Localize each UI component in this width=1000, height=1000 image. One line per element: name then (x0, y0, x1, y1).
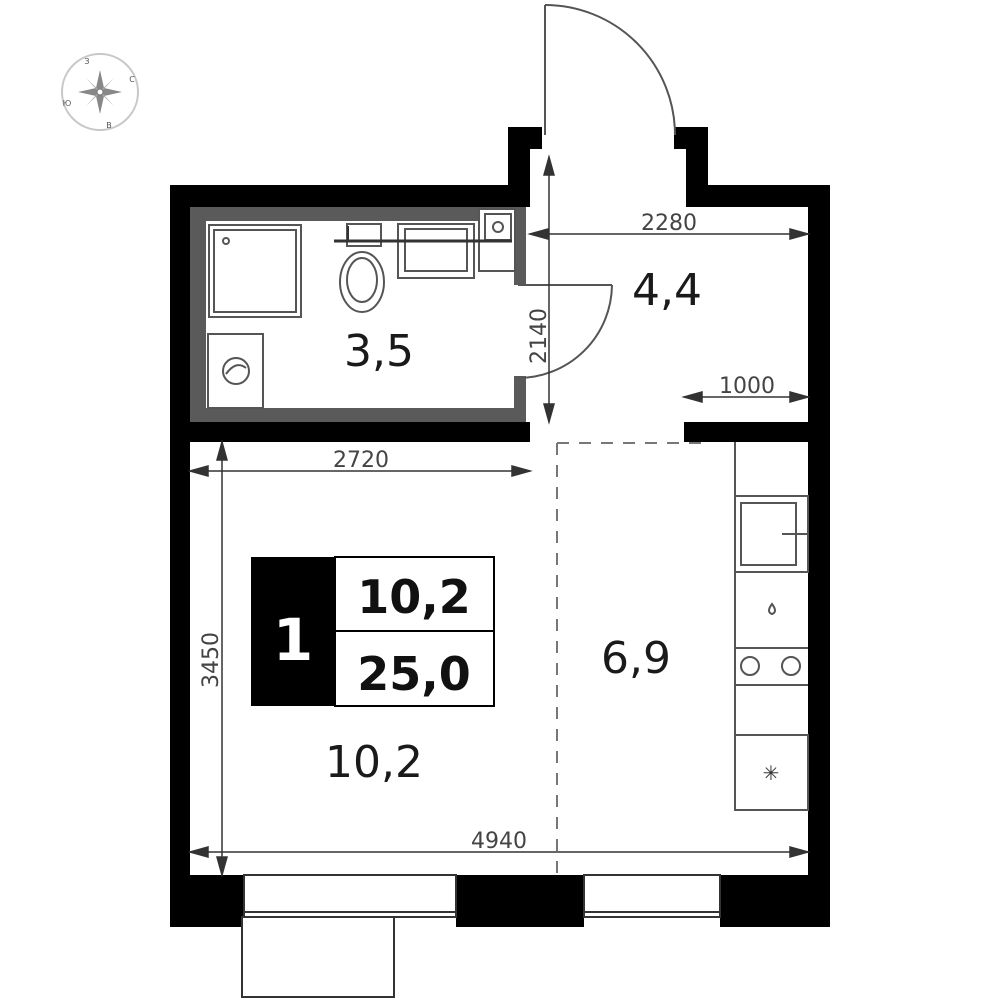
bathroom-wall-right-top (514, 207, 526, 285)
wall-entrance-left-cap (508, 127, 542, 149)
compass: З С В Ю (61, 53, 139, 131)
apartment-summary-badge: 1 10,2 25,0 (251, 556, 495, 707)
area-box-top (334, 556, 495, 632)
kitchen-area-label: 6,9 (601, 633, 671, 684)
rooms-count-box (251, 557, 335, 706)
bathroom-door[interactable] (517, 284, 613, 379)
balcony-door (241, 916, 395, 998)
stove-burner-icon-2 (781, 656, 801, 676)
dim-arrow (789, 391, 811, 403)
stove-burner-icon (740, 656, 760, 676)
dim-room-width-label: 2720 (333, 448, 389, 473)
wall-top-left (170, 185, 530, 207)
room-areas: 3,5 4,4 10,2 6,9 (325, 265, 702, 788)
rooms-count: 1 (273, 606, 313, 674)
dim-arrow (216, 439, 228, 461)
dim-arrow (187, 846, 209, 858)
dimension-lines (187, 154, 811, 878)
summary-living-area: 10,2 (357, 570, 471, 624)
summary-total-area: 25,0 (357, 647, 471, 701)
windows (241, 874, 721, 998)
dim-arrow (681, 391, 703, 403)
dim-hall-length-label: 2140 (527, 308, 552, 364)
fridge-snowflake-icon: ✳ (763, 761, 780, 785)
window-right (583, 874, 721, 918)
bathroom-sink-basin (404, 228, 468, 272)
hallway-area-label: 4,4 (632, 265, 702, 316)
dim-arrow (789, 228, 811, 240)
bathroom-wall-top (190, 207, 518, 221)
entrance-door-swing (544, 4, 676, 136)
washing-machine-drum-icon (222, 357, 250, 385)
compass-east-label: С (129, 75, 135, 84)
hand-basin-drain-icon (492, 221, 504, 233)
dim-arrow (216, 856, 228, 878)
wall-interior-bathroom (190, 422, 530, 442)
bathroom-wall-right-bottom (514, 376, 526, 422)
dim-arrow (543, 403, 555, 425)
wall-top-right (686, 185, 830, 207)
bathroom-wall-bottom (190, 408, 518, 422)
compass-south-label: В (106, 121, 112, 130)
entrance-door[interactable] (544, 4, 676, 136)
dim-passage-label: 1000 (719, 374, 775, 399)
living-area-label: 10,2 (325, 737, 423, 788)
area-box-bottom (334, 630, 495, 707)
wall-bottom-right (720, 875, 830, 927)
walls (170, 127, 830, 927)
bathroom-area-label: 3,5 (344, 326, 414, 377)
wall-bottom-middle (456, 875, 584, 927)
wall-bottom-left (170, 875, 244, 927)
bathroom-fixtures (207, 208, 516, 409)
dim-arrow (527, 228, 549, 240)
dim-arrow (511, 465, 533, 477)
bathroom-wall-left (190, 207, 206, 422)
compass-west-label: Ю (63, 99, 72, 108)
dim-hall-width-label: 2280 (641, 211, 697, 236)
kitchen-drop-icon (768, 602, 776, 616)
dim-arrow (789, 846, 811, 858)
dim-arrow (187, 465, 209, 477)
wall-right (808, 185, 830, 927)
wall-left (170, 185, 190, 927)
toilet-tank (346, 223, 382, 247)
dim-room-depth-label: 3450 (199, 632, 224, 688)
dim-arrow (543, 154, 555, 176)
wall-interior-right (684, 422, 810, 442)
compass-north-label: З (84, 57, 89, 66)
shower-drain-icon (222, 237, 230, 245)
kitchen-unit: ✳ (734, 442, 809, 811)
toilet-seat (346, 257, 378, 303)
window-left (243, 874, 457, 918)
dimension-labels: 2280 2140 1000 2720 3450 4940 (199, 211, 775, 854)
washing-machine-drum-wave (225, 364, 247, 375)
dim-total-width-label: 4940 (471, 829, 527, 854)
wall-entrance-right-cap (674, 127, 708, 149)
bathroom-partition (190, 207, 526, 422)
bathroom-door-swing (517, 284, 613, 379)
fridge (734, 734, 809, 811)
compass-center (96, 88, 104, 96)
kitchen-zone-boundary (556, 442, 710, 876)
